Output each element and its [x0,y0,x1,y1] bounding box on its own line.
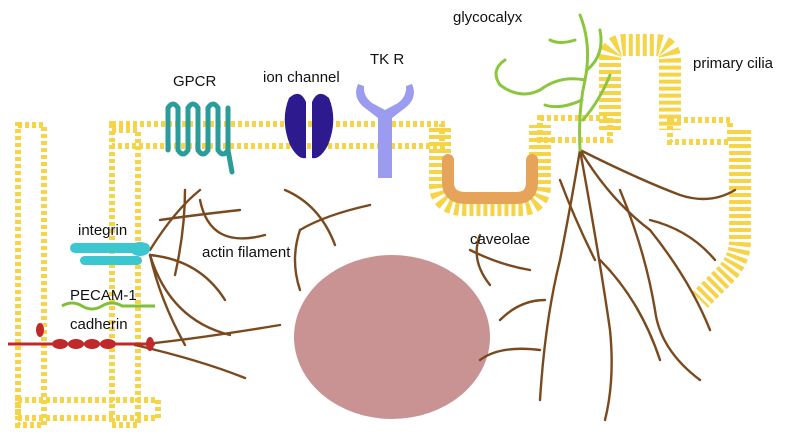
nucleus [294,255,490,419]
label-integrin: integrin [78,222,127,239]
caveola-membrane [429,125,551,216]
label-caveolae: caveolae [470,231,530,248]
integrin [70,242,150,265]
label-ion-channel: ion channel [263,69,340,86]
actin-filaments [133,148,737,422]
caveolae-coat [442,154,538,204]
label-primary-cilia: primary cilia [693,55,774,72]
pecam-1 [61,301,155,311]
label-pecam-1: PECAM-1 [70,287,137,304]
ion-channel [284,93,334,159]
label-gpcr: GPCR [173,73,217,90]
tk-receptor [356,84,414,178]
cilium-membrane [599,34,681,130]
label-actin-filament: actin filament [202,244,291,261]
glycocalyx [494,13,612,152]
cadherin [8,323,155,351]
label-glycocalyx: glycocalyx [453,9,523,26]
plasma-membrane [15,34,751,428]
gpcr-receptor [165,101,235,175]
label-cadherin: cadherin [70,316,128,333]
label-tk-receptor: TK R [370,51,404,68]
